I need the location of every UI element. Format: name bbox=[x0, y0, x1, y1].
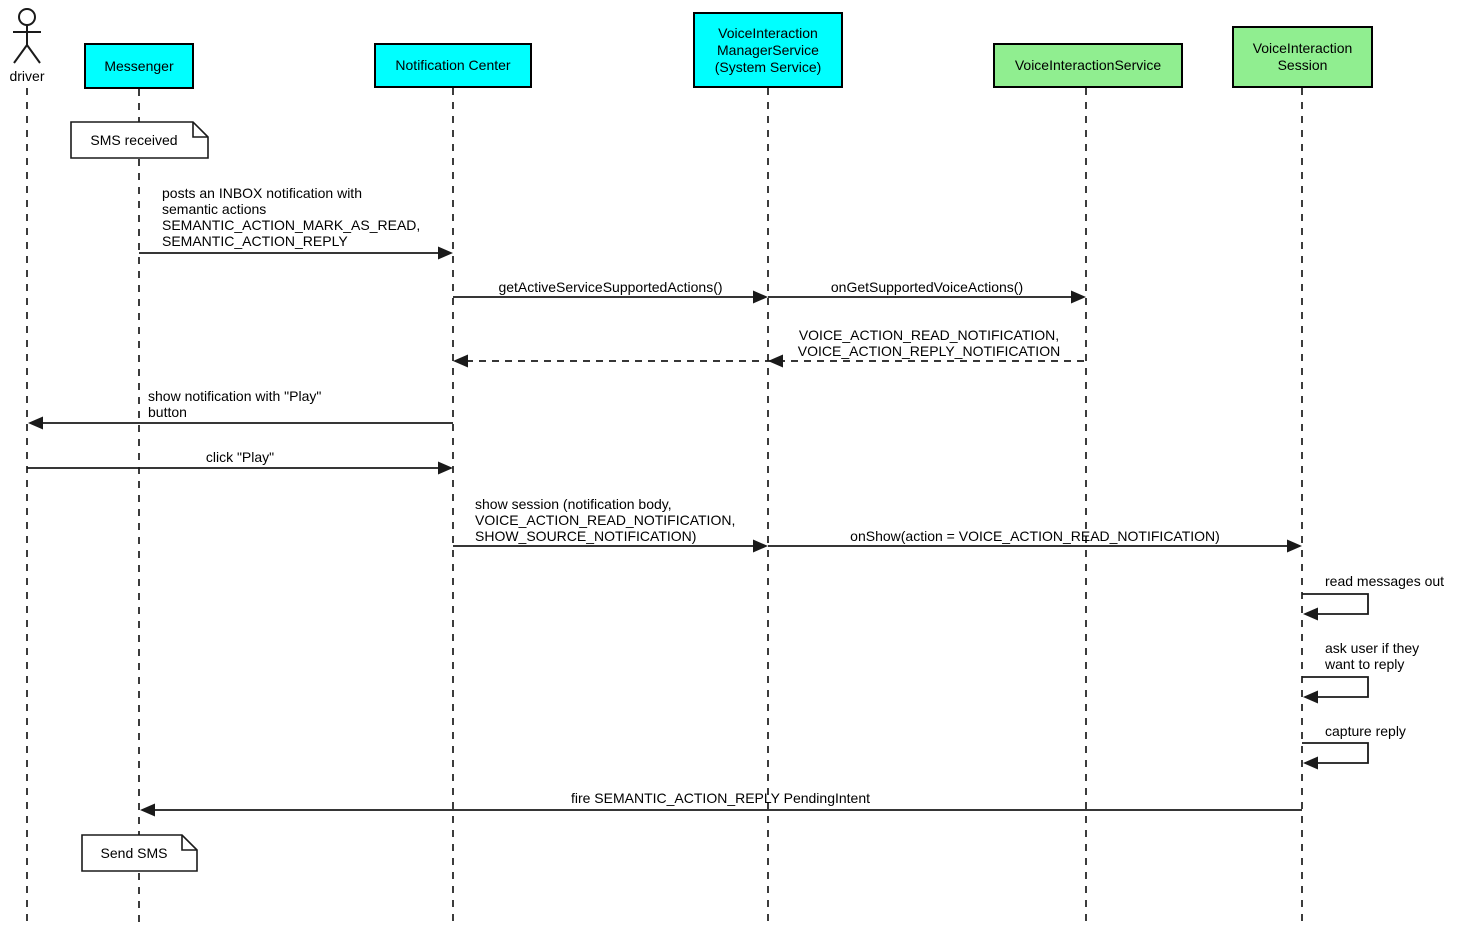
participant-notification-center: Notification Center bbox=[374, 43, 532, 88]
arrow-fire-pending-intent bbox=[140, 803, 1302, 817]
participant-voice-interaction-service: VoiceInteractionService bbox=[993, 43, 1183, 88]
arrow-show-notification bbox=[28, 416, 453, 430]
lifelines bbox=[26, 88, 1303, 928]
message-label-on-get-supported-voice-actions: onGetSupportedVoiceActions() bbox=[830, 279, 1024, 295]
arrow-on-show bbox=[768, 539, 1302, 553]
note-send-sms: Send SMS bbox=[100, 845, 168, 861]
message-label-fire-pending-intent: fire SEMANTIC_ACTION_REPLY PendingIntent bbox=[570, 790, 871, 806]
participant-driver-label: driver bbox=[9, 68, 45, 84]
arrow-show-session bbox=[453, 539, 768, 553]
arrow-posts-inbox-notification bbox=[139, 246, 453, 260]
message-label-capture-reply: capture reply bbox=[1325, 723, 1406, 739]
self-arrow-capture-reply bbox=[1302, 742, 1369, 770]
arrow-on-get-supported-voice-actions bbox=[768, 290, 1086, 304]
message-label-ask-user-reply: ask user if they want to reply bbox=[1325, 640, 1420, 672]
note-send-sms-shape bbox=[81, 834, 198, 872]
message-label-voice-actions-return: VOICE_ACTION_READ_NOTIFICATION, VOICE_AC… bbox=[797, 327, 1061, 359]
note-sms-received-shape bbox=[70, 121, 209, 159]
message-label-on-show: onShow(action = VOICE_ACTION_READ_NOTIFI… bbox=[850, 528, 1220, 544]
participant-voice-interaction-manager-service: VoiceInteraction ManagerService (System … bbox=[693, 12, 843, 88]
notes-shapes bbox=[70, 121, 209, 872]
self-arrow-read-messages-out bbox=[1302, 593, 1369, 621]
arrow-click-play bbox=[27, 461, 453, 475]
note-sms-received: SMS received bbox=[90, 132, 178, 148]
message-label-posts-inbox-notification: posts an INBOX notification with semanti… bbox=[162, 185, 421, 249]
arrow-get-active-service-supported-actions bbox=[453, 290, 768, 304]
arrow-voice-actions-return bbox=[453, 354, 1086, 368]
message-arrows bbox=[27, 246, 1369, 817]
message-label-show-session: show session (notification body, VOICE_A… bbox=[475, 496, 736, 544]
message-label-click-play: click "Play" bbox=[205, 449, 275, 465]
self-arrow-ask-user-reply bbox=[1302, 676, 1369, 704]
message-label-read-messages-out: read messages out bbox=[1325, 573, 1445, 589]
message-label-show-notification: show notification with "Play" button bbox=[148, 388, 322, 420]
actor-driver-icon bbox=[13, 8, 41, 64]
participant-messenger: Messenger bbox=[84, 43, 194, 89]
message-label-get-active-service-supported-actions: getActiveServiceSupportedActions() bbox=[498, 279, 723, 295]
participant-voice-interaction-session: VoiceInteraction Session bbox=[1232, 26, 1373, 88]
